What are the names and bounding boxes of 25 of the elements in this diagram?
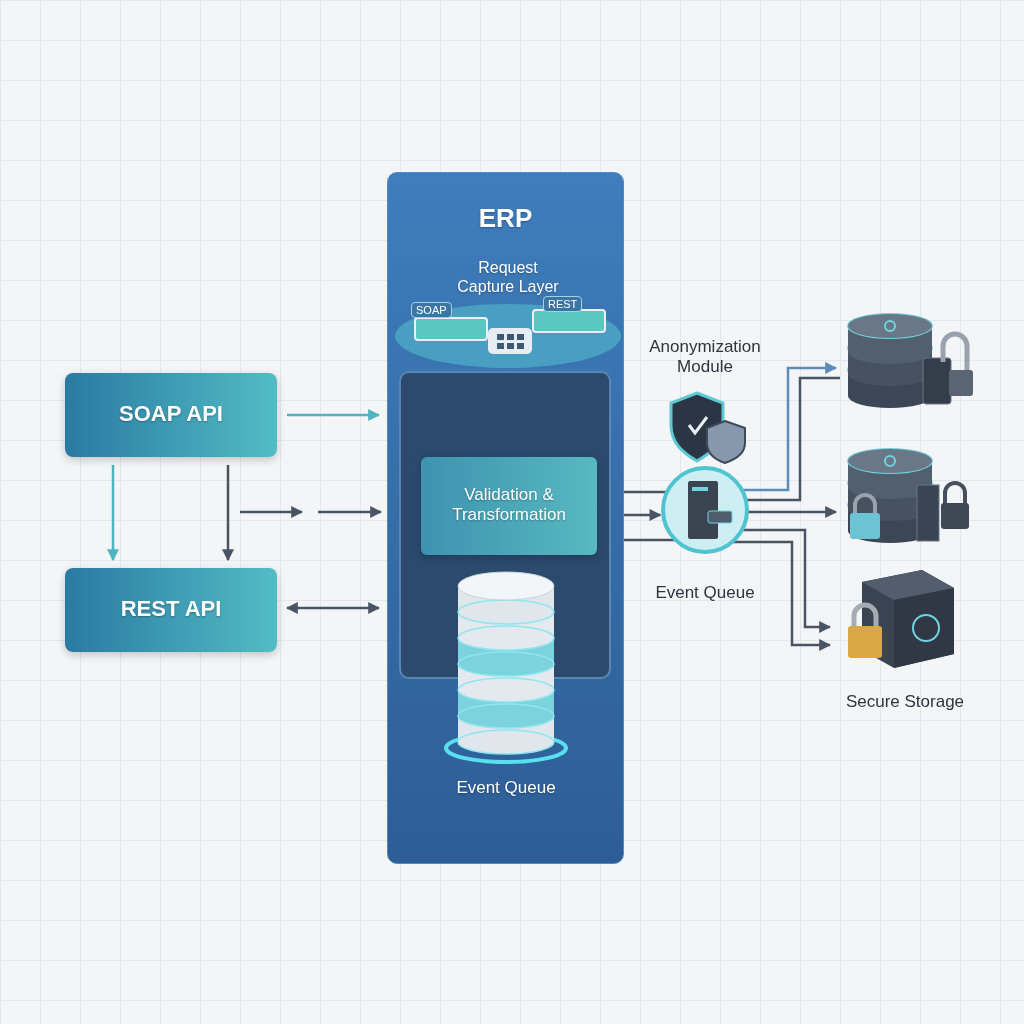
api-box [65, 373, 277, 457]
arrow [732, 540, 832, 651]
box-label: Validation & Transformation [451, 485, 567, 526]
box-label: REST API [119, 596, 223, 623]
panel-title: ERP [477, 203, 534, 235]
arrow [624, 509, 662, 521]
arrow [318, 506, 383, 518]
connector-line [624, 490, 668, 494]
arrow [285, 602, 381, 614]
arrow [746, 506, 838, 518]
process-box [421, 457, 597, 555]
tag-label: REST [543, 296, 583, 312]
node-label: Anonymization Module [648, 337, 762, 378]
layer-label: Request Capture Layer [456, 258, 560, 297]
node-label: Event Queue [654, 583, 756, 604]
arrow [222, 465, 234, 562]
arrow [287, 409, 381, 421]
node-label: Secure Storage [844, 692, 966, 713]
box-label: SOAP API [118, 401, 224, 428]
erp-panel [387, 172, 624, 864]
arrow [107, 465, 119, 562]
connector-line [624, 538, 676, 542]
tag-label: SOAP [411, 302, 452, 318]
api-box [65, 568, 277, 652]
node-label: Event Queue [455, 778, 557, 799]
